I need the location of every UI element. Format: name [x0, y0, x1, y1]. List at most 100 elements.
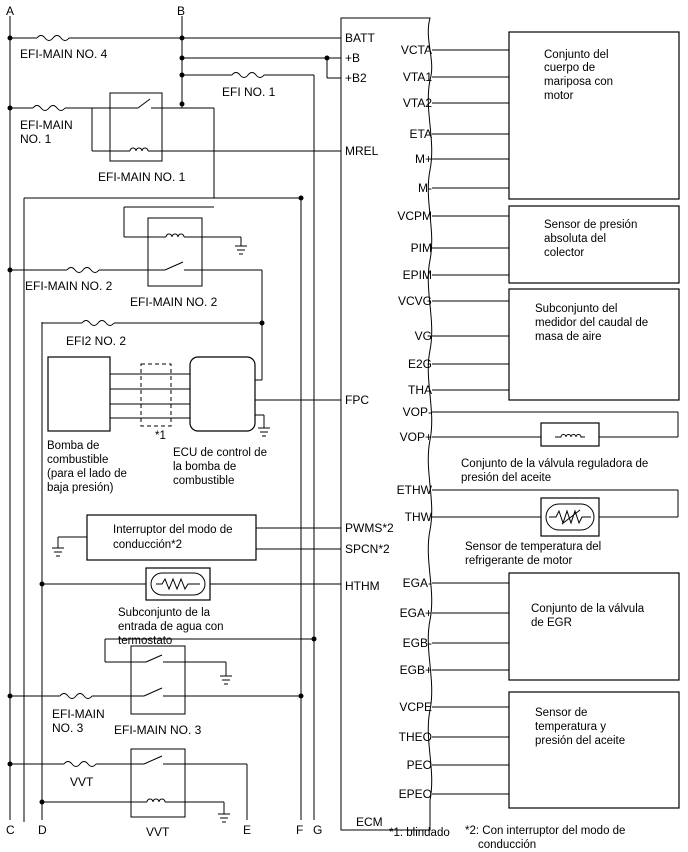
pin-eta: ETA	[410, 127, 432, 141]
pin-vop-minus: VOP-	[403, 405, 432, 419]
pin-egb-plus: EGB+	[400, 663, 432, 677]
relay-label-efi-main-2: EFI-MAIN NO. 2	[130, 295, 218, 309]
relay-label-vvt: VVT	[146, 825, 170, 839]
plus-b-line	[182, 57, 341, 112]
pin-vcpe: VCPE	[399, 700, 432, 714]
ecm-box	[340, 17, 433, 831]
efi2-no-2-circuit	[42, 320, 262, 326]
fuel-pump-wires	[110, 373, 341, 437]
pin-theo: THEO	[399, 730, 432, 744]
svg-text:cuerpo de: cuerpo de	[544, 62, 595, 74]
coolant-sensor-inner	[545, 503, 595, 531]
batt-line	[10, 35, 341, 41]
thermistor-icon	[549, 509, 591, 525]
pin-vcpm: VCPM	[397, 209, 432, 223]
svg-text:mariposa con: mariposa con	[544, 76, 613, 88]
svg-text:Sensor de presión: Sensor de presión	[544, 219, 637, 231]
pin-plus-b2: +B2	[345, 71, 367, 85]
efi-main-2-circuit	[10, 206, 263, 381]
fuse-efi-no-1: EFI NO. 1	[222, 85, 276, 99]
mass-air-label: Subconjunto del medidor del caudal de ma…	[535, 303, 648, 343]
pin-ega-plus: EGA+	[400, 606, 432, 620]
svg-text:baja presión): baja presión)	[47, 482, 114, 494]
relay-efi-main-3	[130, 645, 186, 715]
svg-text:Subconjunto del: Subconjunto del	[535, 303, 617, 315]
relay-label-efi-main-1: EFI-MAIN NO. 1	[98, 170, 186, 184]
relay-efi-main-1	[109, 92, 163, 162]
oil-valve-label-2: presión del aceite	[461, 472, 551, 484]
pin-plus-b: +B	[345, 51, 360, 65]
svg-text:Subconjunto de la: Subconjunto de la	[118, 607, 211, 619]
svg-text:termostato: termostato	[118, 635, 172, 647]
pin-pwms: PWMS*2	[345, 521, 394, 535]
svg-text:colector: colector	[544, 247, 584, 259]
svg-text:combustible: combustible	[173, 475, 234, 487]
svg-text:combustible: combustible	[47, 454, 108, 466]
pin-peo: PEO	[407, 758, 432, 772]
fuse-efi-main-2: EFI-MAIN NO. 2	[25, 279, 113, 293]
pin-batt: BATT	[345, 31, 375, 45]
efi-main-3-circuit	[10, 638, 314, 699]
oil-temp-pressure-box	[508, 691, 680, 809]
oil-valve-label-1: Conjunto de la válvula reguladora de	[461, 458, 648, 470]
pin-m-plus: M+	[415, 152, 432, 166]
pin-egb-minus: EGB-	[403, 636, 432, 650]
fuel-pump-box	[47, 356, 111, 432]
pin-vta1: VTA1	[403, 70, 432, 84]
throttle-label: Conjunto del cuerpo de mariposa con moto…	[544, 49, 613, 102]
pin-vg: VG	[415, 329, 432, 343]
svg-text:ECU de control de: ECU de control de	[173, 447, 267, 459]
egr-valve-box	[508, 572, 680, 681]
pin-pim: PIM	[411, 241, 432, 255]
svg-text:masa de aire: masa de aire	[535, 331, 601, 343]
pin-thw: THW	[405, 510, 433, 524]
water-inlet-label: Subconjunto de la entrada de agua con te…	[118, 607, 224, 647]
heater-icon	[156, 577, 200, 591]
fuse-vvt: VVT	[70, 775, 94, 789]
pin-ega-minus: EGA-	[403, 576, 432, 590]
svg-text:entrada de agua con: entrada de agua con	[118, 621, 224, 633]
coolant-sensor-label-2: refrigerante de motor	[465, 555, 573, 567]
map-sensor-label: Sensor de presión absoluta del colector	[544, 219, 637, 259]
svg-text:de EGR: de EGR	[531, 617, 572, 629]
oil-temp-pressure-label: Sensor de temperatura y presión del acei…	[535, 707, 625, 747]
drive-mode-label-2: conducción*2	[113, 539, 182, 551]
pin-spcn: SPCN*2	[345, 542, 390, 556]
pin-fpc: FPC	[345, 393, 369, 407]
map-sensor-box	[508, 205, 680, 284]
egr-valve-label: Conjunto de la válvula de EGR	[531, 603, 645, 629]
pin-hthm: HTHM	[345, 579, 380, 593]
efi-main-1-circuit	[10, 98, 341, 822]
pin-vta2: VTA2	[403, 96, 432, 110]
shield-note: *1	[155, 430, 166, 442]
drive-mode-label-1: Interruptor del modo de	[113, 524, 233, 536]
bus-label-d: D	[38, 823, 47, 837]
pin-tha: THA	[408, 383, 432, 397]
bus-label-e: E	[243, 823, 251, 837]
bus-label-f: F	[296, 823, 303, 837]
fuse-efi-main-4: EFI-MAIN NO. 4	[20, 47, 108, 61]
throttle-body-box	[508, 31, 680, 200]
pin-e2g: E2G	[408, 357, 432, 371]
pin-m-minus: M-	[418, 181, 432, 195]
svg-text:(para el lado de: (para el lado de	[47, 468, 127, 480]
svg-text:la bomba de: la bomba de	[173, 461, 236, 473]
fuse-efi-main-1-a: EFI-MAIN	[20, 118, 73, 132]
fuel-pump-ecu-box	[189, 356, 256, 432]
vertical-buses	[9, 16, 315, 820]
fuel-pump-label: Bomba de combustible (para el lado de ba…	[47, 440, 127, 494]
relay-efi-main-2	[147, 217, 203, 287]
mass-air-box	[508, 288, 680, 401]
ecm-label: ECM	[356, 815, 383, 829]
coolant-sensor-label-1: Sensor de temperatura del	[465, 541, 601, 553]
fuel-pump-ecu-label: ECU de control de la bomba de combustibl…	[173, 447, 267, 487]
footnote-2b: conducción	[478, 839, 536, 851]
pin-epim: EPIM	[403, 268, 432, 282]
relay-vvt	[130, 748, 186, 818]
fuse-efi-main-3-b: NO. 3	[52, 721, 84, 735]
svg-text:motor: motor	[544, 90, 574, 102]
drive-mode-wires	[52, 527, 341, 557]
shield-icon	[140, 363, 172, 427]
svg-text:temperatura y: temperatura y	[535, 721, 606, 733]
